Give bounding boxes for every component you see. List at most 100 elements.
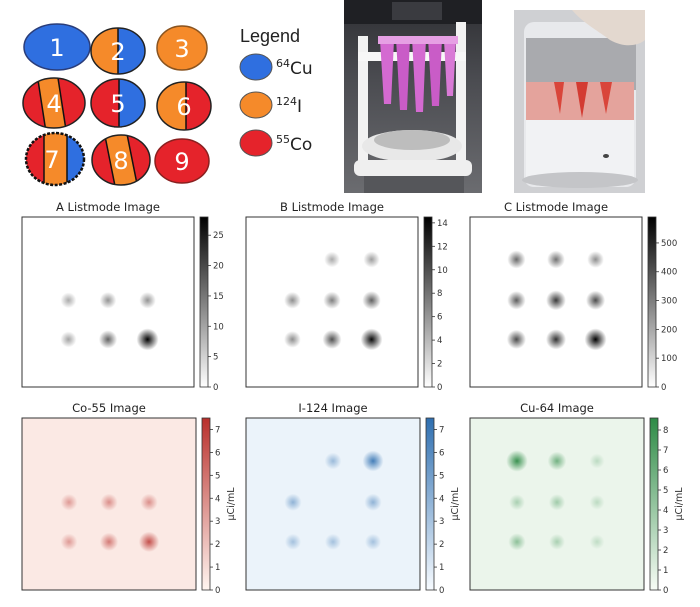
legend-title: Legend [240, 26, 301, 46]
image-spot [589, 494, 605, 510]
image-spot [506, 329, 527, 349]
image-spot [545, 329, 567, 350]
phantom-photo [514, 10, 645, 193]
image-spot [548, 494, 566, 511]
vial-holder-photo [344, 0, 482, 193]
vial-8-label: 8 [113, 147, 128, 175]
panel-title: Co-55 Image [72, 401, 146, 415]
colorbar-tick-label: 2 [439, 540, 444, 550]
panel-frame [21, 417, 197, 591]
image-spot [324, 533, 342, 550]
colorbar-tick-label: 6 [439, 448, 444, 458]
legend-swatch-cu [239, 53, 273, 81]
vial-3-label: 3 [174, 35, 189, 63]
panel-title: B Listmode Image [280, 200, 384, 214]
image-spot [140, 493, 158, 511]
legend-element-co: Co [290, 135, 312, 155]
vial-6-label: 6 [176, 93, 191, 121]
colorbar-tick-label: 0 [213, 383, 218, 393]
colorbar-tick-label: 2 [437, 360, 442, 370]
colorbar-tick-label: 1 [215, 563, 220, 573]
colorbar-tick-label: 4 [215, 494, 220, 504]
vial-8: 8 [91, 134, 151, 186]
image-spot [60, 493, 78, 511]
vial-4: 4 [22, 77, 86, 129]
image-spot [589, 453, 605, 469]
colorbar-tick-label: 0 [215, 586, 220, 596]
colorbar-tick-label: 100 [661, 354, 677, 364]
image-spot [136, 328, 159, 351]
colorbar-tick-label: 2 [663, 546, 668, 556]
colorbar-tick-label: 5 [213, 353, 218, 363]
image-spot [507, 250, 526, 269]
image-spot [549, 533, 565, 550]
vial-9: 9 [154, 138, 210, 184]
legend-label-i: 124I [276, 95, 302, 117]
image-spot [589, 534, 605, 550]
colorbar [423, 216, 433, 388]
colorbar-tick-label: 4 [437, 336, 442, 346]
colorbar [199, 216, 209, 388]
image-spot [99, 532, 119, 551]
image-spot [584, 328, 607, 351]
colorbar-label: μCi/mL [226, 487, 237, 521]
panel-frame [245, 417, 421, 591]
image-spot [363, 251, 380, 268]
vial-4-label: 4 [46, 90, 61, 118]
image-spot [362, 450, 384, 472]
image-spot [508, 533, 526, 551]
image-spot [99, 292, 117, 309]
panel-title: Cu-64 Image [520, 401, 594, 415]
colorbar-tick-label: 500 [661, 239, 677, 249]
colorbar-tick-label: 7 [439, 425, 444, 435]
image-spot [322, 329, 342, 349]
panel-frame [469, 417, 645, 591]
colorbar [649, 417, 659, 591]
panel-frame [469, 216, 643, 388]
colorbar-tick-label: 10 [437, 266, 448, 276]
vial-1: 1 [23, 23, 91, 71]
colorbar-tick-label: 14 [437, 219, 448, 229]
vial-5-label: 5 [110, 90, 125, 118]
legend: 64Cu 124I 55Co [239, 53, 313, 157]
panel-title: C Listmode Image [504, 200, 608, 214]
colorbar-tick-label: 3 [663, 526, 668, 536]
colorbar-tick-label: 4 [439, 494, 444, 504]
colorbar-label: μCi/mL [674, 487, 685, 521]
legend-mass-cu: 64 [276, 57, 290, 70]
vial-9-label: 9 [174, 148, 189, 176]
colorbar-tick-label: 6 [215, 448, 220, 458]
vial-7-label: 7 [44, 146, 59, 174]
legend-element-i: I [297, 97, 302, 117]
image-spot [284, 533, 302, 550]
colorbar-tick-label: 25 [213, 231, 224, 241]
image-spot [284, 291, 301, 309]
panel-frame [21, 216, 195, 388]
image-spot [100, 493, 118, 511]
image-spot [364, 493, 382, 511]
panel-background [246, 418, 420, 590]
image-spot [587, 251, 604, 268]
colorbar-tick-label: 7 [215, 425, 220, 435]
colorbar-tick-label: 8 [437, 289, 442, 299]
image-spot [360, 328, 383, 351]
colorbar-tick-label: 20 [213, 262, 224, 272]
legend-mass-co: 55 [276, 133, 290, 146]
colorbar-tick-label: 12 [437, 242, 448, 252]
image-spot [585, 290, 606, 310]
colorbar [201, 417, 211, 591]
colorbar-tick-label: 1 [439, 563, 444, 573]
image-spot [364, 533, 382, 550]
image-spot [323, 291, 341, 309]
image-spot [506, 450, 528, 472]
colorbar-tick-label: 10 [213, 322, 224, 332]
image-spot [284, 331, 301, 348]
colorbar-tick-label: 3 [439, 517, 444, 527]
colorbar-tick-label: 6 [437, 313, 442, 323]
panel-title: I-124 Image [298, 401, 367, 415]
